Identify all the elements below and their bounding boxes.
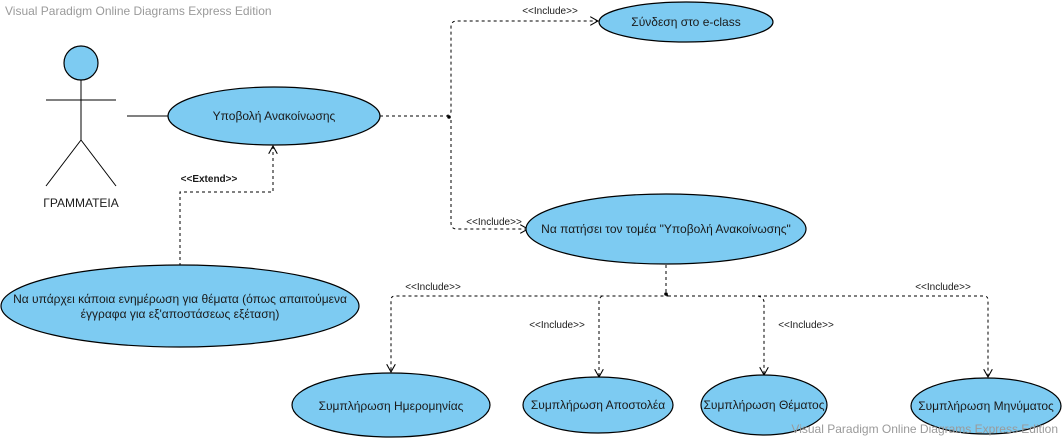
use-case-shape (598, 1, 774, 43)
use-case-label: Συμπλήρωση Θέματος (703, 398, 824, 412)
include-message-label: <<Include>> (915, 282, 971, 293)
include-login-label: <<Include>> (522, 6, 578, 17)
use-case-label-line1: Να υπάρχει κάποια ενημέρωση για θέματα (… (13, 292, 347, 306)
use-case-shape (910, 377, 1062, 435)
include-subject-connector (668, 295, 764, 375)
include-date-connector (391, 265, 669, 372)
use-case-shape (167, 86, 381, 146)
include-press-connector (450, 120, 528, 229)
use-case-fill-date[interactable]: Συμπλήρωση Ημερομηνίας (291, 372, 491, 438)
use-case-label: Υποβολή Ανακοίνωσης (213, 109, 336, 123)
extend-label: <<Extend>> (181, 174, 238, 185)
use-case-label: Σύνδεση στο e-class (631, 15, 740, 29)
extend-connector (179, 146, 273, 266)
use-case-shape (522, 376, 674, 434)
include-message-connector (758, 295, 988, 377)
use-case-label: Συμπλήρωση Αποστολέα (531, 398, 665, 412)
include-sender-label: <<Include>> (529, 320, 585, 331)
use-case-fill-message[interactable]: Συμπλήρωση Μηνύματος (910, 377, 1062, 435)
use-case-update-topics[interactable]: Να υπάρχει κάποια ενημέρωση για θέματα (… (0, 264, 360, 348)
actor-head (63, 45, 99, 81)
use-case-label: Συμπλήρωση Μηνύματος (918, 399, 1054, 413)
include-login-connector (380, 21, 598, 117)
use-case-shape (291, 372, 491, 438)
junction-dot (664, 292, 668, 296)
include-date-label: <<Include>> (405, 282, 461, 293)
use-case-shape (700, 374, 828, 436)
actor-left-leg (45, 139, 82, 187)
include-subject-label: <<Include>> (778, 320, 834, 331)
actor-right-leg (80, 139, 117, 187)
use-case-submit-announcement[interactable]: Υποβολή Ανακοίνωσης (167, 86, 381, 146)
include-sender-connector (599, 295, 602, 377)
use-case-shape (525, 193, 807, 265)
use-case-login[interactable]: Σύνδεση στο e-class (598, 1, 774, 43)
junction-dot (447, 115, 451, 119)
use-case-shape (0, 264, 360, 348)
watermark-top: Visual Paradigm Online Diagrams Express … (5, 4, 272, 18)
actor-name: ΓΡΑΜΜΑΤΕΙΑ (43, 196, 119, 210)
use-case-label-line2: έγγραφα για εξ'αποστάσεως εξέταση) (81, 307, 280, 321)
use-case-press-submit-section[interactable]: Να πατήσει τον τομέα "Υποβολή Ανακοίνωση… (525, 193, 807, 265)
use-case-fill-sender[interactable]: Συμπλήρωση Αποστολέα (522, 376, 674, 434)
include-press-label: <<Include>> (466, 217, 522, 228)
actor-grammateia[interactable]: ΓΡΑΜΜΑΤΕΙΑ (43, 45, 119, 210)
use-case-label: Να πατήσει τον τομέα "Υποβολή Ανακοίνωση… (541, 222, 791, 236)
use-case-label: Συμπλήρωση Ημερομηνίας (319, 399, 464, 413)
use-case-fill-subject[interactable]: Συμπλήρωση Θέματος (700, 374, 828, 436)
watermark-bottom: Visual Paradigm Online Diagrams Express … (791, 422, 1058, 436)
